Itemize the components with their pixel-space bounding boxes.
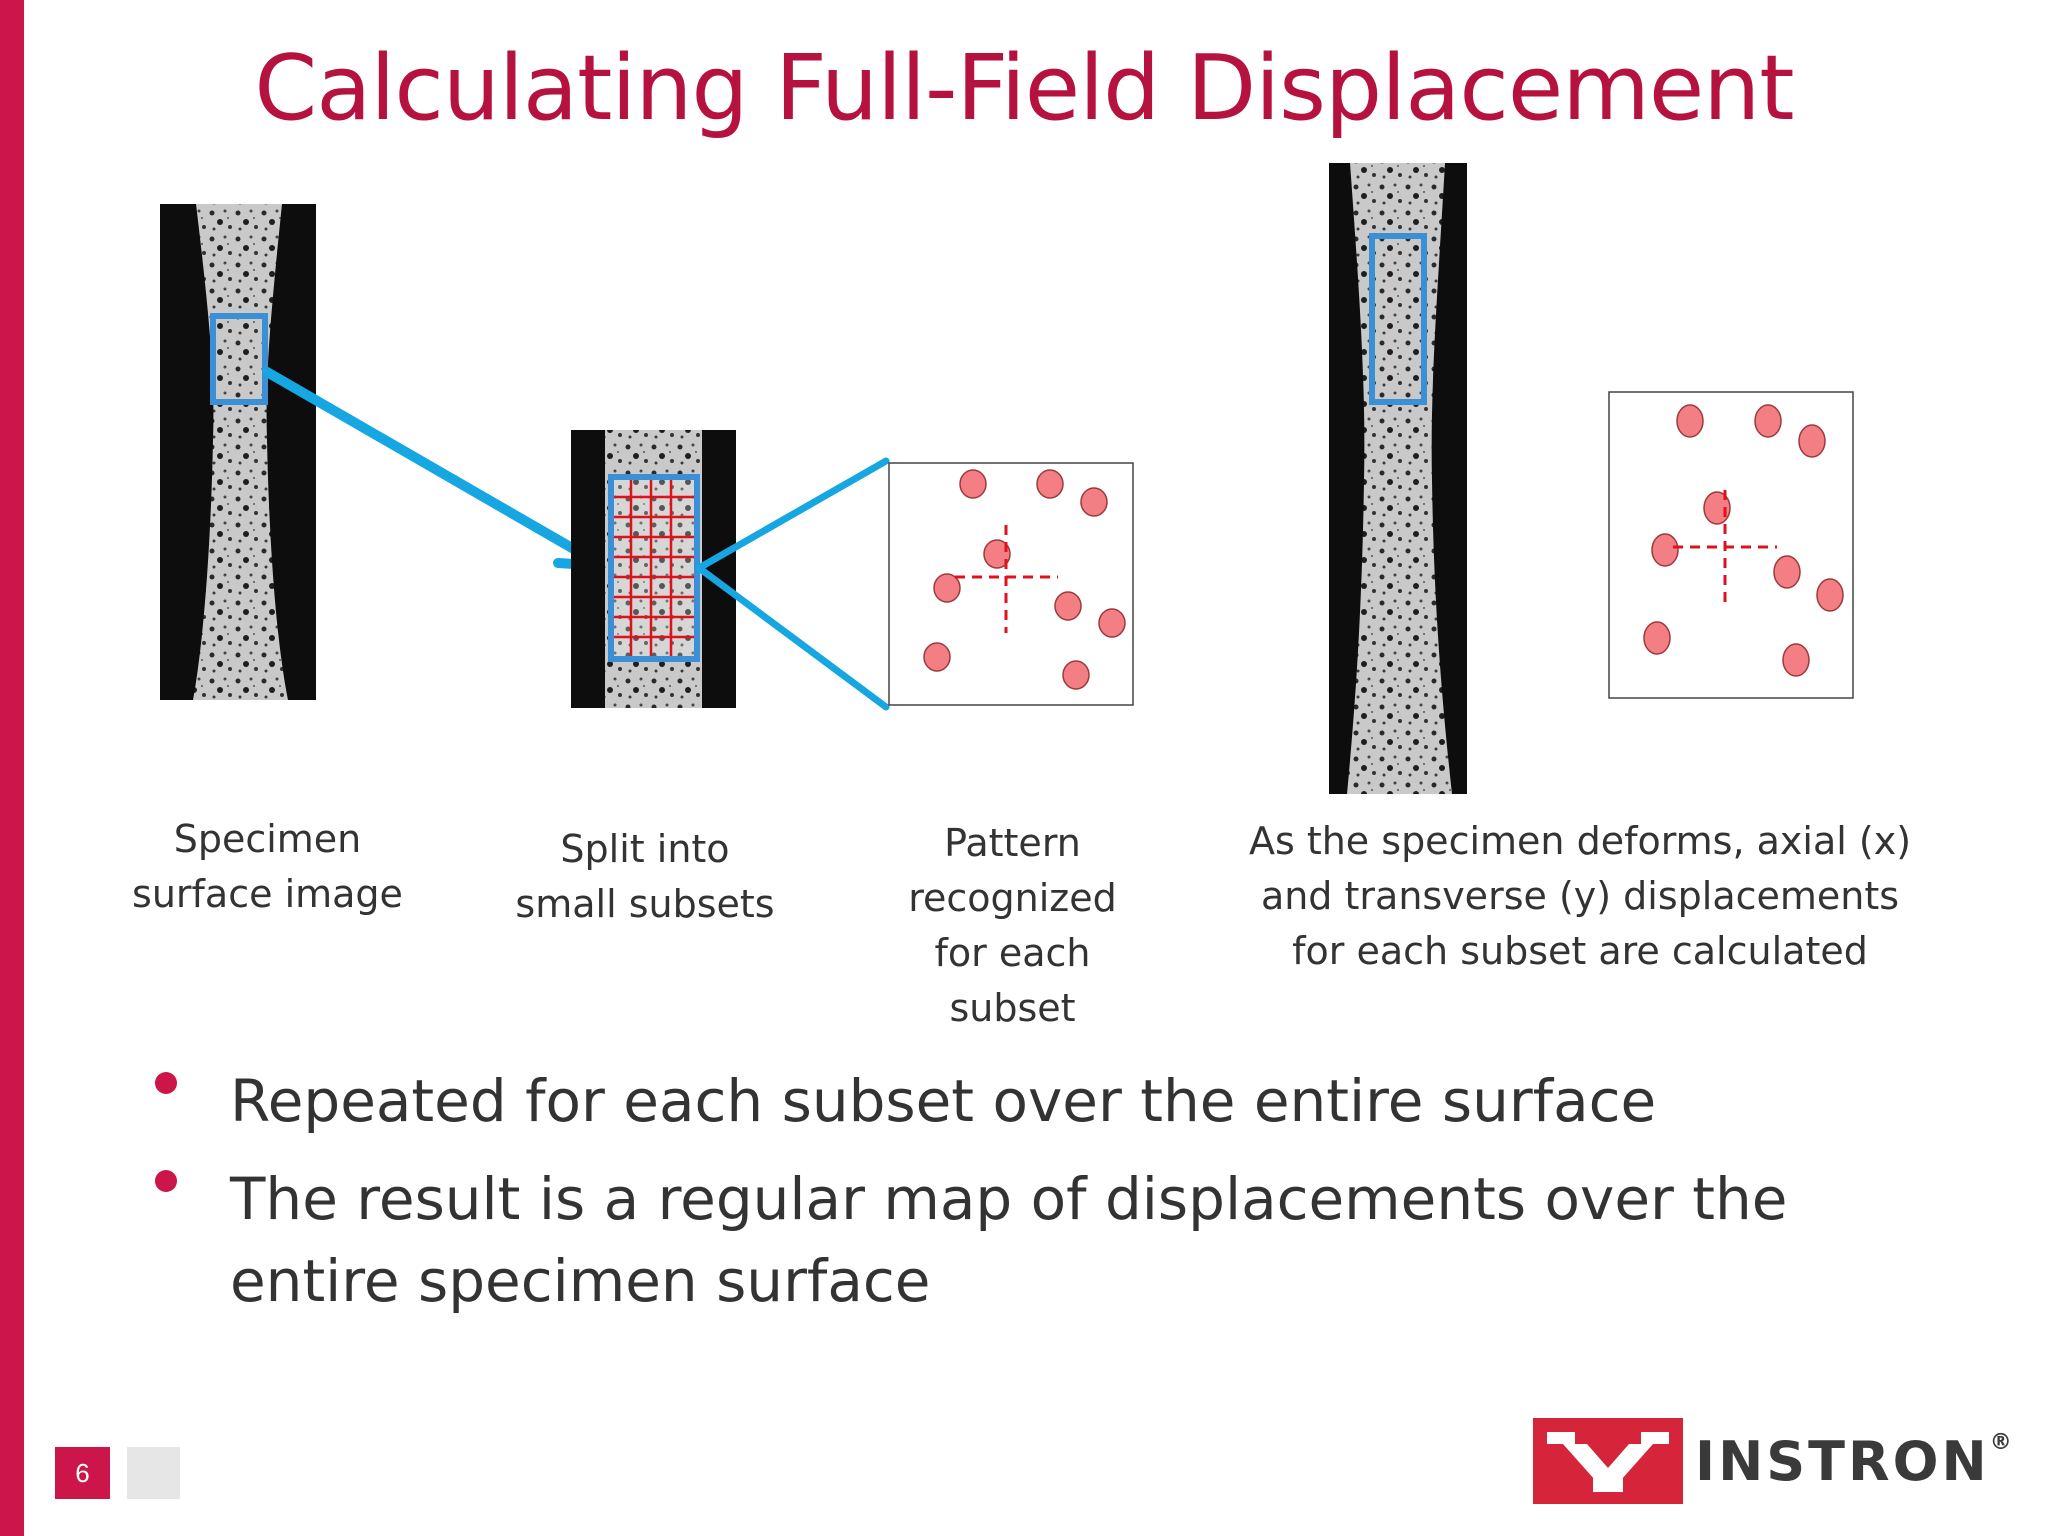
left-accent-bar bbox=[0, 0, 24, 1536]
bullet-item: Repeated for each subset over the entire… bbox=[150, 1060, 1850, 1142]
instron-logo-icon bbox=[1533, 1418, 1683, 1504]
speckle-dots-1 bbox=[923, 469, 1126, 690]
subset-highlight-box bbox=[210, 313, 268, 405]
crosshair-1 bbox=[955, 525, 1058, 633]
speckle-dots-2 bbox=[1643, 404, 1844, 677]
slide-title: Calculating Full-Field Displacement bbox=[254, 36, 1794, 141]
logo-wordmark: INSTRON® bbox=[1695, 1430, 2015, 1493]
specimen-image-deformed bbox=[1329, 163, 1467, 794]
subset-grid bbox=[611, 477, 697, 659]
page-number-spacer bbox=[127, 1447, 180, 1499]
specimen-image-1 bbox=[160, 204, 316, 700]
bullet-dot bbox=[155, 1170, 177, 1192]
caption-split: Split into small subsets bbox=[515, 827, 775, 926]
bullet-list: Repeated for each subset over the entire… bbox=[150, 1060, 1850, 1338]
crosshair-2 bbox=[1673, 490, 1777, 604]
pattern-box-2 bbox=[1608, 391, 1854, 699]
page-number: 6 bbox=[55, 1447, 110, 1499]
specimen-zoom bbox=[571, 430, 736, 708]
expand-lines bbox=[695, 457, 890, 711]
arrow-1 bbox=[262, 367, 611, 571]
caption-deform: As the specimen deforms, axial (x) and t… bbox=[1248, 819, 1912, 973]
pattern-box-1 bbox=[888, 462, 1134, 706]
deformed-subset-box bbox=[1369, 233, 1427, 405]
caption-pattern: Pattern recognized for each subset bbox=[908, 821, 1117, 1030]
caption-specimen: Specimen surface image bbox=[132, 817, 403, 916]
bullet-item: The result is a regular map of displacem… bbox=[150, 1158, 1850, 1322]
bullet-dot bbox=[155, 1072, 177, 1094]
